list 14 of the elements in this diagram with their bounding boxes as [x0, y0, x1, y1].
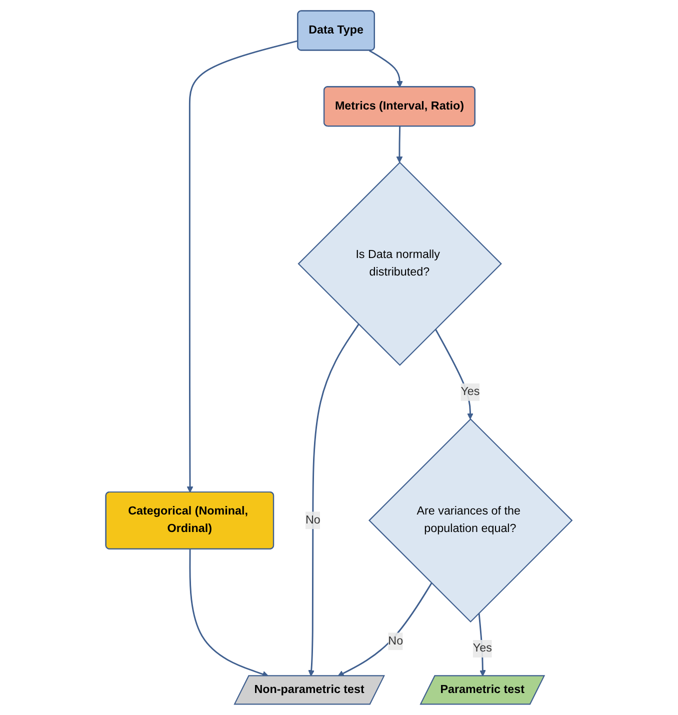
node-diamond: Is Data normally distributed?	[298, 162, 502, 366]
edge-label: No	[388, 634, 404, 648]
node-diamond: Are variances of the population equal?	[368, 418, 573, 623]
arrow	[478, 612, 486, 676]
arrow	[434, 328, 474, 420]
arrow	[186, 40, 298, 493]
arrow	[189, 549, 269, 678]
edge-label: No	[306, 514, 321, 526]
arrow	[396, 126, 403, 163]
arrow	[308, 324, 360, 676]
edge-label: Yes	[472, 642, 492, 655]
edge-label: Yes	[460, 386, 480, 398]
arrow	[338, 582, 432, 676]
arrow	[369, 50, 404, 88]
